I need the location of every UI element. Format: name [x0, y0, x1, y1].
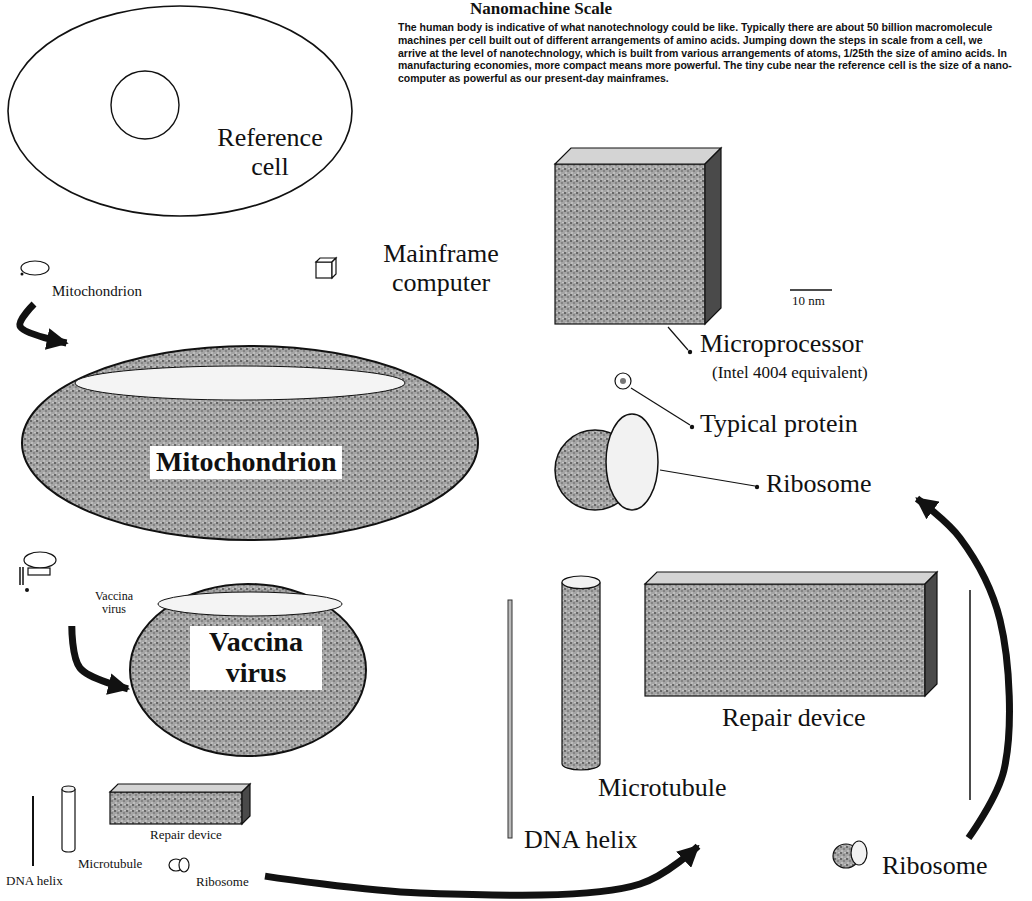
node-label: Microprocessor — [700, 330, 863, 359]
leader-dot — [755, 485, 759, 489]
ribosome-small — [606, 414, 658, 510]
mitochondrion: Mitochondrion — [20, 343, 485, 543]
microprocessor-cube-top — [555, 148, 721, 164]
node-label: Microtubule — [598, 774, 727, 803]
node-label: Ribosome — [882, 852, 987, 881]
small-mitochondrion: Mitochondrion — [18, 258, 178, 304]
small-ribosome: Ribosome — [826, 838, 1016, 894]
repair-device-box-top — [110, 784, 250, 792]
scale-line — [969, 590, 971, 800]
small-dna: DNA helix — [4, 792, 98, 896]
diagram-title: Nanomachine Scale — [470, 0, 612, 19]
microtubule-cylinder — [562, 582, 600, 770]
virus-body — [130, 584, 366, 756]
small-ribosome: Ribosome — [165, 853, 265, 895]
node-label: Repair device — [150, 828, 222, 842]
repair-device-box — [110, 792, 242, 824]
microtubule-cylinder — [62, 789, 75, 852]
dot — [25, 588, 29, 592]
node-shape — [20, 343, 485, 543]
ribosome-icon — [179, 858, 189, 872]
node-label: Ribosome — [196, 875, 249, 889]
reference-cell: Reference cell — [6, 4, 356, 220]
small-virus: Vaccina virus — [16, 550, 140, 626]
virus-icon — [24, 552, 56, 568]
mitochondrion-icon — [21, 261, 49, 275]
repair-device-box-top — [645, 572, 937, 584]
virus-part — [22, 567, 24, 585]
leader-dot — [690, 425, 694, 429]
dot — [21, 273, 24, 276]
virus-part — [28, 568, 50, 575]
node-label: Reference cell — [200, 124, 340, 181]
node-label: Vaccina virus — [92, 590, 136, 616]
small-microtubule: Microtubule — [56, 782, 160, 876]
mitochondrion-body — [22, 346, 478, 540]
node-label: DNA helix — [6, 874, 63, 888]
node-label: Ribosome — [766, 470, 871, 499]
microtubule-cylinder-top — [62, 786, 75, 792]
node-label: (Intel 4004 equivalent) — [712, 364, 868, 383]
small-repair-device: Repair device — [108, 782, 258, 852]
microprocessor: Microprocessor (Intel 4004 equivalent) — [550, 146, 995, 392]
repair-device: Repair device — [642, 570, 944, 748]
leader-line — [668, 327, 688, 350]
node-label: Microtubule — [78, 857, 142, 871]
leader-dot — [688, 350, 692, 354]
microprocessor-cube-side — [705, 148, 721, 324]
dna-line — [32, 796, 34, 866]
node-label: Mitochondrion — [150, 446, 342, 479]
scale-arrow — [917, 499, 1009, 838]
repair-device-box-side — [242, 784, 250, 824]
vaccina-virus: Vaccina virus — [128, 582, 370, 760]
mainframe-cube — [316, 262, 332, 278]
leader-line — [660, 470, 755, 486]
node-label: DNA helix — [524, 826, 637, 855]
mainframe-cube-side — [332, 258, 336, 278]
node-label: Vaccina virus — [190, 626, 322, 690]
scale-arrow — [72, 626, 128, 689]
cell-outline — [8, 6, 352, 216]
node-label: Repair device — [722, 704, 866, 733]
virus-fold — [158, 592, 342, 616]
microtubule-cylinder-top — [562, 576, 600, 589]
node-shape — [6, 4, 356, 220]
virus-part — [19, 567, 21, 585]
repair-device-box-side — [925, 572, 937, 696]
protein-circle — [615, 373, 631, 389]
node-label: Typical protein — [700, 410, 858, 439]
node-label: Mitochondrion — [52, 283, 142, 300]
ribosome-small — [851, 841, 867, 865]
node-label: Mainframe computer — [356, 240, 526, 297]
mitochondrion-fold — [75, 366, 405, 400]
cell-nucleus — [111, 71, 179, 139]
protein-core — [620, 378, 626, 384]
mainframe-cube: Mainframe computer — [312, 236, 542, 304]
microprocessor-cube — [555, 164, 705, 324]
repair-device-box — [645, 584, 925, 696]
scale-arrow — [20, 304, 67, 343]
dimension-label: 10 nm — [792, 294, 825, 308]
dna-line — [508, 600, 512, 838]
caption-text: The human body is indicative of what nan… — [398, 21, 1012, 85]
scale-bar — [790, 289, 832, 291]
